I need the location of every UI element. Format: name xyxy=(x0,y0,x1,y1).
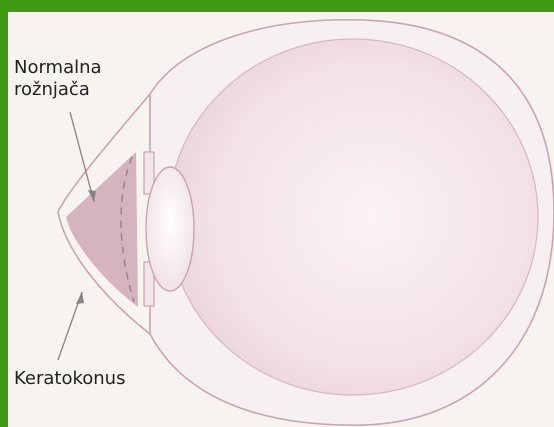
label-normal-cornea: Normalna rožnjača xyxy=(14,57,102,101)
label-keratoconus: Keratokonus xyxy=(14,368,125,390)
diagram-panel: Normalna rožnjača Keratokonus xyxy=(8,12,554,427)
label-normal-cornea-line1: Normalna xyxy=(14,57,102,79)
eyeball xyxy=(168,39,538,395)
label-normal-cornea-line2: rožnjača xyxy=(14,79,102,101)
keratoconus-cone xyxy=(66,152,138,307)
arrow-head-keratoconus xyxy=(76,292,84,304)
lens xyxy=(146,167,194,291)
